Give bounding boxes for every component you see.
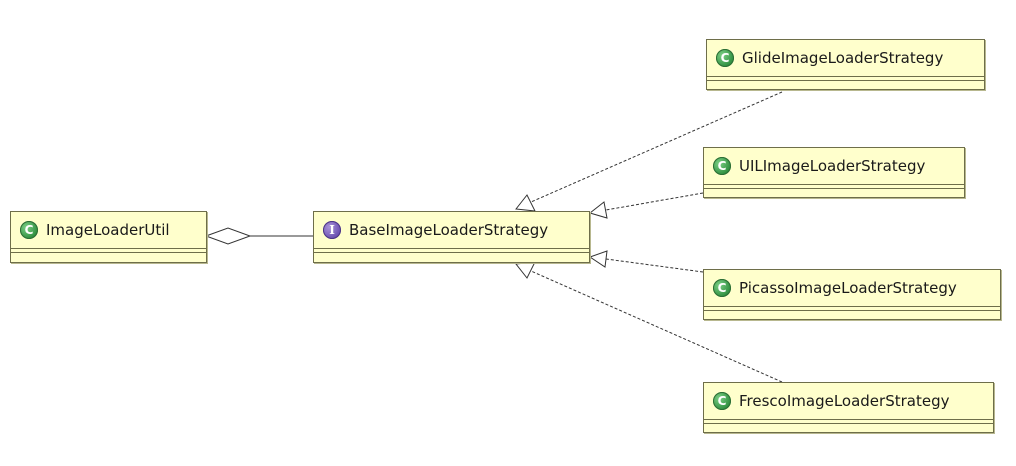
class-name: PicassoImageLoaderStrategy [739, 279, 957, 297]
class-icon: C [716, 49, 734, 67]
operations-compartment [704, 424, 993, 428]
class-box-image-loader-util[interactable]: C ImageLoaderUtil [10, 211, 207, 263]
class-box-uil-image-loader-strategy[interactable]: C UILImageLoaderStrategy [703, 147, 965, 198]
realization-arrowhead [515, 194, 536, 212]
realization-connector-fresco [515, 261, 783, 383]
interface-box-base-image-loader-strategy[interactable]: I BaseImageLoaderStrategy [313, 211, 590, 263]
operations-compartment [704, 311, 1000, 315]
interface-icon: I [323, 221, 341, 239]
attributes-compartment [707, 77, 984, 81]
class-name: ImageLoaderUtil [46, 221, 170, 239]
realization-arrowhead [588, 201, 608, 219]
aggregation-diamond [204, 227, 252, 245]
class-header: C UILImageLoaderStrategy [704, 148, 964, 185]
class-icon: C [713, 279, 731, 297]
interface-name: BaseImageLoaderStrategy [349, 221, 549, 239]
class-box-fresco-image-loader-strategy[interactable]: C FrescoImageLoaderStrategy [703, 382, 994, 433]
attributes-compartment [11, 249, 206, 253]
realization-connector-glide [515, 91, 783, 212]
aggregation-connector [204, 227, 313, 245]
attributes-compartment [704, 307, 1000, 311]
interface-header: I BaseImageLoaderStrategy [314, 212, 589, 249]
class-header: C ImageLoaderUtil [11, 212, 206, 249]
realization-arrowhead [515, 261, 536, 279]
realization-arrowhead [588, 250, 608, 268]
class-name: GlideImageLoaderStrategy [742, 49, 944, 67]
class-header: C PicassoImageLoaderStrategy [704, 270, 1000, 307]
class-icon: C [713, 392, 731, 410]
operations-compartment [11, 253, 206, 257]
operations-compartment [704, 189, 964, 193]
class-name: FrescoImageLoaderStrategy [739, 392, 950, 410]
class-icon: C [713, 157, 731, 175]
operations-compartment [707, 81, 984, 85]
realization-connector-uil [588, 192, 704, 219]
class-name: UILImageLoaderStrategy [739, 157, 926, 175]
class-box-glide-image-loader-strategy[interactable]: C GlideImageLoaderStrategy [706, 39, 985, 90]
class-icon: C [20, 221, 38, 239]
realization-connector-picasso [588, 250, 704, 273]
attributes-compartment [704, 185, 964, 189]
class-header: C FrescoImageLoaderStrategy [704, 383, 993, 420]
attributes-compartment [704, 420, 993, 424]
operations-compartment [314, 253, 589, 257]
class-box-picasso-image-loader-strategy[interactable]: C PicassoImageLoaderStrategy [703, 269, 1001, 320]
attributes-compartment [314, 249, 589, 253]
class-header: C GlideImageLoaderStrategy [707, 40, 984, 77]
